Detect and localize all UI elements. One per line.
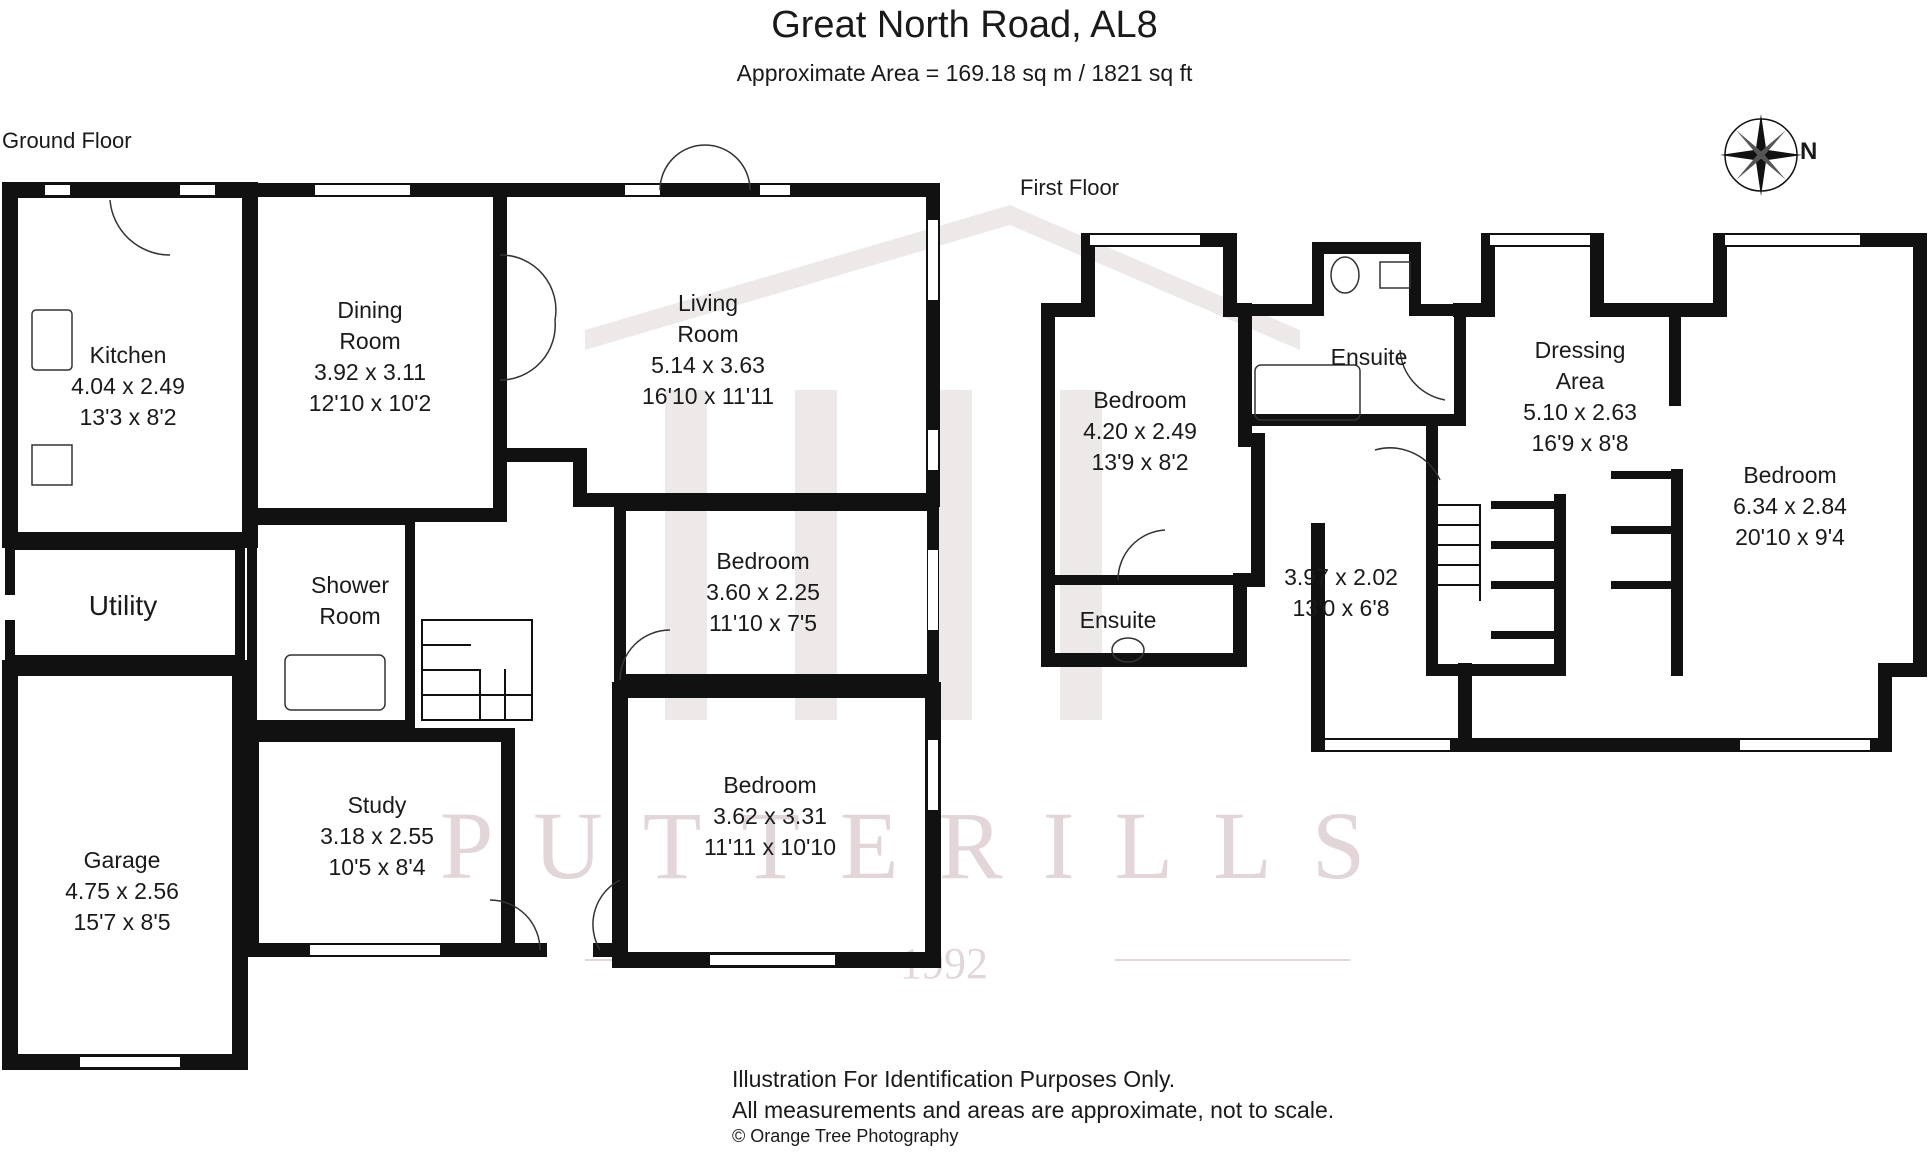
- disclaimer: Illustration For Identification Purposes…: [732, 1064, 1334, 1126]
- door-swings: [109, 144, 1446, 951]
- first-floor-stairs: [1434, 504, 1481, 601]
- bedroom-g2-walls: [612, 682, 941, 968]
- compass-north-label: N: [1800, 138, 1818, 165]
- ground-floor-label: Ground Floor: [2, 128, 132, 153]
- watermark-brand: PUTTERILLS: [440, 792, 1406, 899]
- bedroom-g1-walls: [614, 499, 939, 686]
- copyright: © Orange Tree Photography: [732, 1126, 959, 1146]
- wardrobe-fittings: [1491, 471, 1679, 639]
- compass-rose-icon: [1720, 114, 1802, 196]
- disclaimer-line-1: Illustration For Identification Purposes…: [732, 1066, 1176, 1092]
- room-utility: Utility: [88, 590, 158, 621]
- page-title: Great North Road, AL8: [771, 4, 1158, 46]
- approximate-area: Approximate Area = 169.18 sq m / 1821 sq…: [736, 60, 1193, 86]
- dining-walls: [243, 183, 507, 522]
- room-ensuite-f1: Ensuite: [1079, 607, 1157, 633]
- first-floor-label: First Floor: [1020, 175, 1119, 200]
- room-ensuite-f2: Ensuite: [1330, 344, 1408, 370]
- stair-well-walls: [1426, 424, 1566, 676]
- bedroom-f1-walls: [1041, 233, 1265, 667]
- ground-stairs: [421, 619, 533, 721]
- windows: [5, 185, 1870, 1067]
- first-floor-outer: [1453, 233, 1927, 752]
- ensuite-f2-walls: [1244, 242, 1466, 426]
- disclaimer-line-2: All measurements and areas are approxima…: [732, 1097, 1335, 1123]
- fixtures: [31, 256, 1411, 711]
- shower-room-walls: [247, 515, 415, 730]
- garage-walls: [2, 660, 248, 1070]
